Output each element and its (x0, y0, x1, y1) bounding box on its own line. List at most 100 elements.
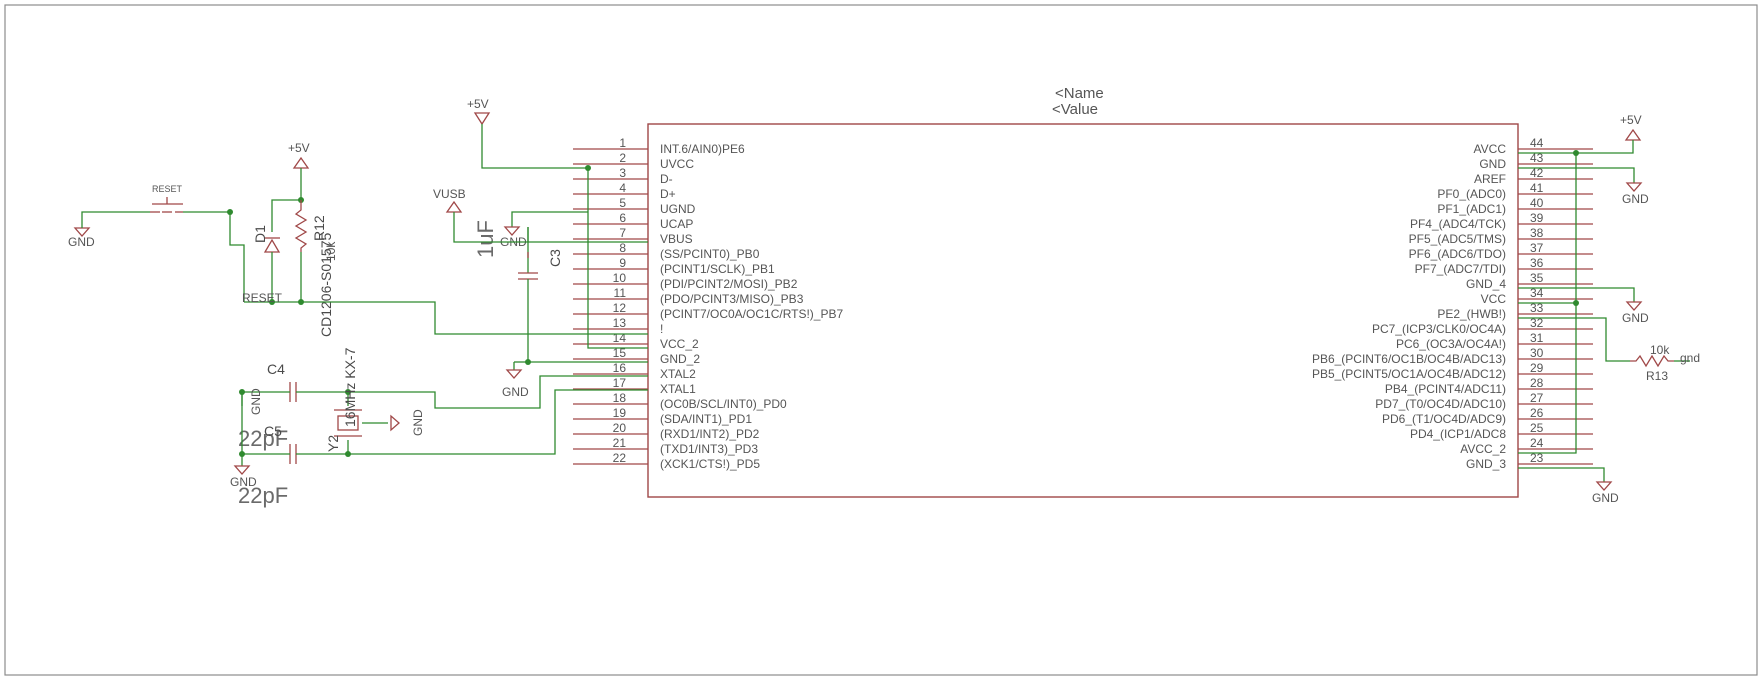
gnd-symbol-right-top: GND (1622, 182, 1649, 206)
crystal-y2: 16MHz KX-7 Y2 (325, 347, 388, 454)
pin-number: 35 (1530, 271, 1544, 285)
pin-number: 13 (613, 316, 627, 330)
pin-name: PB4_(PCINT4/ADC11) (1385, 382, 1506, 396)
pin-number: 39 (1530, 211, 1544, 225)
pin-number: 14 (613, 331, 627, 345)
pin-number: 30 (1530, 346, 1544, 360)
pin-number: 12 (613, 301, 627, 315)
r13-value: 10k (1650, 343, 1670, 357)
pin-name: D- (660, 172, 673, 186)
pin-number: 2 (619, 151, 626, 165)
pin-name: (OC0B/SCL/INT0)_PD0 (660, 397, 787, 411)
vusb-supply: VUSB (433, 187, 466, 213)
pin-number: 34 (1530, 286, 1544, 300)
pin-number: 22 (613, 451, 627, 465)
gnd-symbol-right-mid: GND (1622, 301, 1649, 325)
pin-name: AREF (1474, 172, 1506, 186)
pin-name: GND_3 (1466, 457, 1506, 471)
gnd-label-c5: GND (230, 475, 257, 489)
pin-name: AVCC (1474, 142, 1507, 156)
pin-number: 15 (613, 346, 627, 360)
pin-name: PF4_(ADC4/TCK) (1410, 217, 1506, 231)
plus5v-label-top: +5V (467, 97, 489, 111)
pin-name: PB6_(PCINT6/OC1B/OC4B/ADC13) (1312, 352, 1506, 366)
pin-name: VBUS (660, 232, 693, 246)
pin-name: PC6_(OC3A/OC4A!) (1396, 337, 1506, 351)
pin-name: D+ (660, 187, 676, 201)
pin-number: 7 (619, 226, 626, 240)
c4-ref: C4 (267, 361, 285, 377)
mcu-pin-right: 28 PB4_(PCINT4/ADC11) (1385, 376, 1593, 396)
pin-number: 23 (1530, 451, 1544, 465)
pin-number: 3 (619, 166, 626, 180)
mcu-pin-left: 10 (PDI/PCINT2/MOSI)_PB2 (573, 271, 798, 291)
pin-number: 37 (1530, 241, 1544, 255)
gnd-label-gnd2: GND (502, 385, 529, 399)
pin-number: 36 (1530, 256, 1544, 270)
pin-number: 26 (1530, 406, 1544, 420)
d1-value: CD1206-S01575 (318, 232, 334, 337)
mcu-pin-left: 13! (573, 316, 663, 336)
pin-number: 40 (1530, 196, 1544, 210)
pin-name: PB5_(PCINT5/OC1A/OC4B/ADC12) (1312, 367, 1506, 381)
gnd-label-c4: GND (249, 388, 263, 415)
gnd-symbol-c5: GND (230, 454, 257, 489)
pin-name: (PDI/PCINT2/MOSI)_PB2 (660, 277, 798, 291)
mcu-pin-left: 8(SS/PCINT0)_PB0 (573, 241, 760, 261)
mcu-pin-left: 9(PCINT1/SCLK)_PB1 (573, 256, 775, 276)
r13-ref: R13 (1646, 369, 1668, 383)
c5-ref: C5 (264, 423, 282, 439)
mcu-pin-left: 12 (PCINT7/OC0A/OC1C/RTS!)_PB7 (573, 301, 843, 321)
pin-name: PD4_(ICP1/ADC8 (1410, 427, 1506, 441)
gnd-symbol-right-bottom: GND (1592, 481, 1619, 505)
pin-number: 10 (613, 271, 627, 285)
gnd-label-right-top: GND (1622, 192, 1649, 206)
pin-name: UCAP (660, 217, 693, 231)
pin-number: 25 (1530, 421, 1544, 435)
pin-number: 16 (613, 361, 627, 375)
pin-name: PF1_(ADC1) (1437, 202, 1506, 216)
c3-value: 1uF (473, 220, 498, 258)
pin-name: (XCK1/CTS!)_PD5 (660, 457, 760, 471)
mcu-pin-right: 39 PF4_(ADC4/TCK) (1410, 211, 1593, 231)
c5-value: 22pF (238, 483, 288, 508)
mcu-pin-right: 40 PF1_(ADC1) (1437, 196, 1593, 216)
pin-number: 32 (1530, 316, 1544, 330)
gnd-symbol-ugnd: GND (500, 226, 527, 249)
plus5v-supply-top: +5V (467, 97, 491, 126)
pin-number: 24 (1530, 436, 1544, 450)
pin-number: 28 (1530, 376, 1544, 390)
pin-name: (PCINT7/OC0A/OC1C/RTS!)_PB7 (660, 307, 843, 321)
pin-name: GND_2 (660, 352, 700, 366)
pin-number: 17 (613, 376, 627, 390)
plus5v-supply-right: +5V (1620, 113, 1642, 141)
pin-number: 18 (613, 391, 627, 405)
gnd-label-right-bottom: GND (1592, 491, 1619, 505)
pin-name: PF0_(ADC0) (1437, 187, 1506, 201)
pin-name: AVCC_2 (1460, 442, 1506, 456)
mcu-pin-right: 23 GND_3 (1466, 451, 1593, 471)
pin-number: 6 (619, 211, 626, 225)
pin-number: 21 (613, 436, 627, 450)
reset-net-label: RESET (242, 291, 283, 305)
pin-name: VCC_2 (660, 337, 699, 351)
gnd-label-reset: GND (68, 235, 95, 249)
pin-number: 44 (1530, 136, 1544, 150)
capacitor-c4: C4 22pF (238, 361, 297, 451)
gnd-symbol-crystal: GND (390, 409, 425, 436)
pin-name: ! (660, 322, 663, 336)
mcu-body (647, 123, 1519, 498)
